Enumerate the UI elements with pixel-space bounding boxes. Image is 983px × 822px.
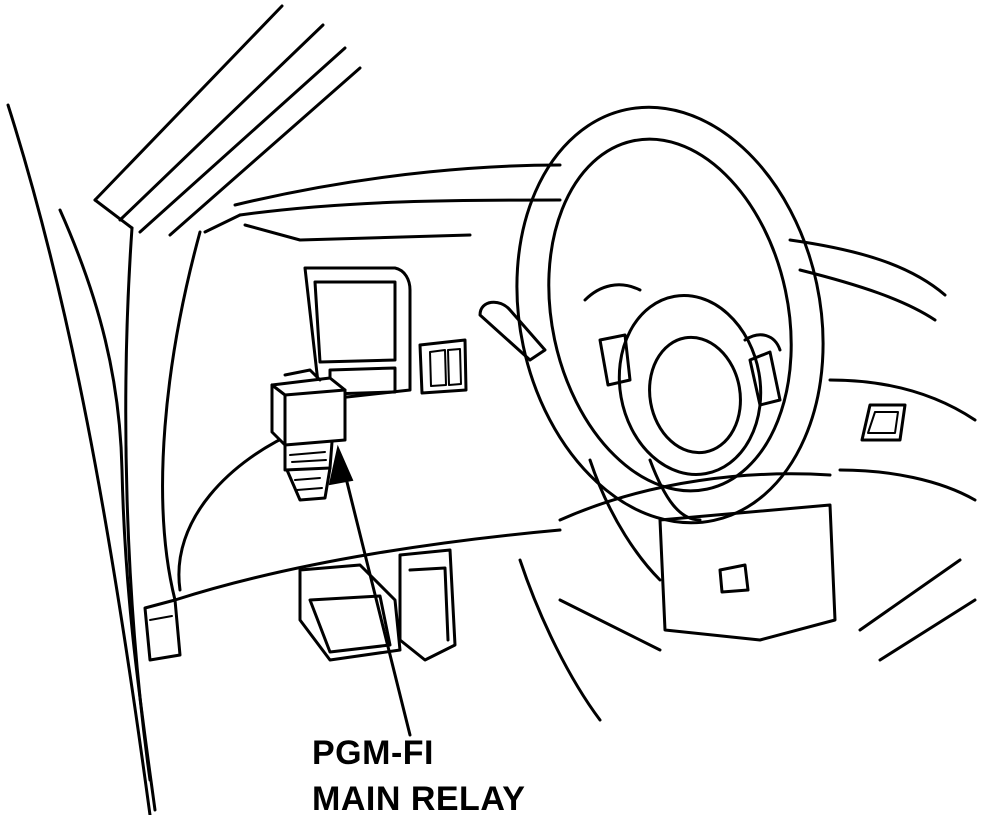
a-pillar	[93, 4, 362, 237]
relay-callout-label: PGM-FI MAIN RELAY	[312, 730, 525, 822]
callout-line-2: MAIN RELAY	[312, 780, 526, 818]
lower-dash	[173, 378, 977, 602]
door-sill	[143, 598, 182, 662]
main-relay	[270, 368, 347, 502]
callout-arrow	[328, 444, 412, 737]
callout-line-1: PGM-FI	[312, 734, 434, 772]
dashboard-top	[203, 163, 947, 322]
cluster-bezel	[303, 266, 468, 402]
pedals	[298, 548, 977, 722]
door-frame	[6, 103, 202, 815]
steering-column	[588, 458, 837, 642]
turn-signal-stalk	[478, 300, 547, 362]
steering-wheel	[515, 105, 825, 525]
